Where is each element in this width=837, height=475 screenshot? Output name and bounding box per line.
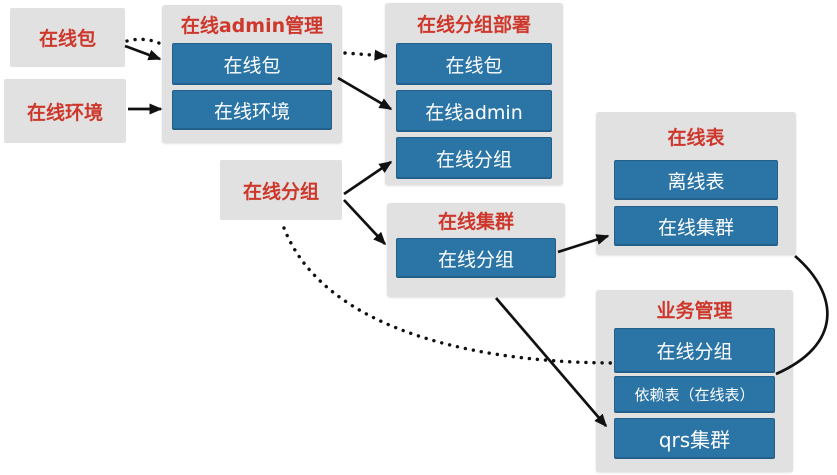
- box-cluster-online-group: 在线分组: [396, 238, 556, 278]
- edge-admin-package-to-deploy-admin-arrow: [337, 76, 393, 111]
- group-online-cluster-title: 在线集群: [437, 211, 514, 233]
- box-table-offline-table: 离线表: [614, 160, 778, 200]
- node-online-environment: 在线环境: [4, 79, 126, 143]
- edge-package-to-admin-group-dotted: [125, 37, 163, 46]
- box-biz-online-group: 在线分组: [614, 328, 775, 373]
- box-table-online-cluster: 在线集群: [614, 206, 778, 246]
- box-deploy-online-admin: 在线admin: [396, 90, 552, 132]
- box-biz-qrs-cluster: qrs集群: [614, 418, 775, 459]
- box-biz-dependency-table: 依赖表（在线表）: [614, 376, 775, 413]
- edge-package-to-admin-package-arrow: [124, 44, 162, 61]
- node-online-group: 在线分组: [220, 160, 342, 220]
- group-online-group-deployment-title: 在线分组部署: [416, 13, 531, 36]
- box-deploy-online-package: 在线包: [396, 43, 552, 85]
- box-admin-online-package: 在线包: [172, 43, 332, 85]
- edge-admin-package-to-deploy-package-dotted-arrow: [343, 49, 388, 61]
- group-online-cluster: 在线集群 在线分组: [387, 203, 565, 297]
- edge-group-to-deploy-group-arrow: [343, 160, 393, 196]
- group-online-group-deployment: 在线分组部署 在线包 在线admin 在线分组: [385, 3, 563, 185]
- box-deploy-online-group: 在线分组: [396, 137, 552, 179]
- node-online-package: 在线包: [10, 8, 125, 67]
- edge-group-to-cluster-group-arrow: [343, 199, 387, 246]
- box-admin-online-environment: 在线环境: [172, 90, 332, 130]
- group-business-management: 业务管理 在线分组 依赖表（在线表） qrs集群: [596, 290, 793, 472]
- group-online-table-title: 在线表: [667, 126, 725, 149]
- group-admin-management-title: 在线admin管理: [180, 14, 324, 37]
- group-business-management-title: 业务管理: [656, 299, 733, 322]
- group-admin-management: 在线admin管理 在线包 在线环境: [162, 5, 342, 143]
- group-online-table: 在线表 离线表 在线集群: [596, 112, 796, 255]
- edge-cluster-to-qrs-cluster-arrow: [494, 297, 608, 428]
